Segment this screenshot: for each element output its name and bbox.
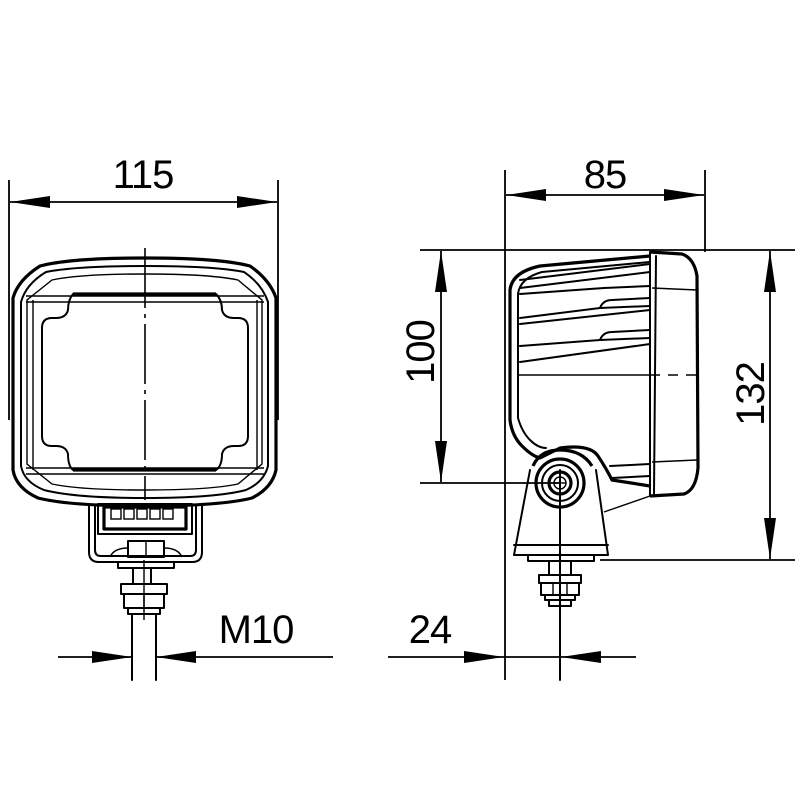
dimension-label-m10: M10 — [219, 608, 294, 652]
dimension-front-width: 115 — [8, 153, 279, 420]
mounting-bracket-front — [88, 503, 203, 569]
dimension-total-height: 132 — [729, 251, 776, 559]
side-bolt — [538, 560, 582, 607]
dimension-label-85: 85 — [584, 153, 627, 197]
side-view: 85 100 132 — [388, 153, 795, 681]
dimension-label-100: 100 — [399, 320, 443, 384]
dimension-label-132: 132 — [729, 362, 773, 426]
m10-bolt — [120, 560, 168, 681]
front-view: 115 — [8, 153, 333, 681]
lamp-housing-front — [11, 256, 278, 508]
pivot-mount — [513, 448, 609, 681]
dimension-lens-height: 100 — [399, 251, 447, 482]
dimension-side-depth: 85 — [504, 153, 706, 680]
dimension-label-24: 24 — [409, 608, 452, 652]
dimension-label-115: 115 — [113, 153, 174, 197]
lamp-housing-side — [508, 250, 700, 513]
dimension-thread: M10 — [58, 608, 333, 663]
dimension-mount-offset: 24 — [388, 608, 636, 663]
